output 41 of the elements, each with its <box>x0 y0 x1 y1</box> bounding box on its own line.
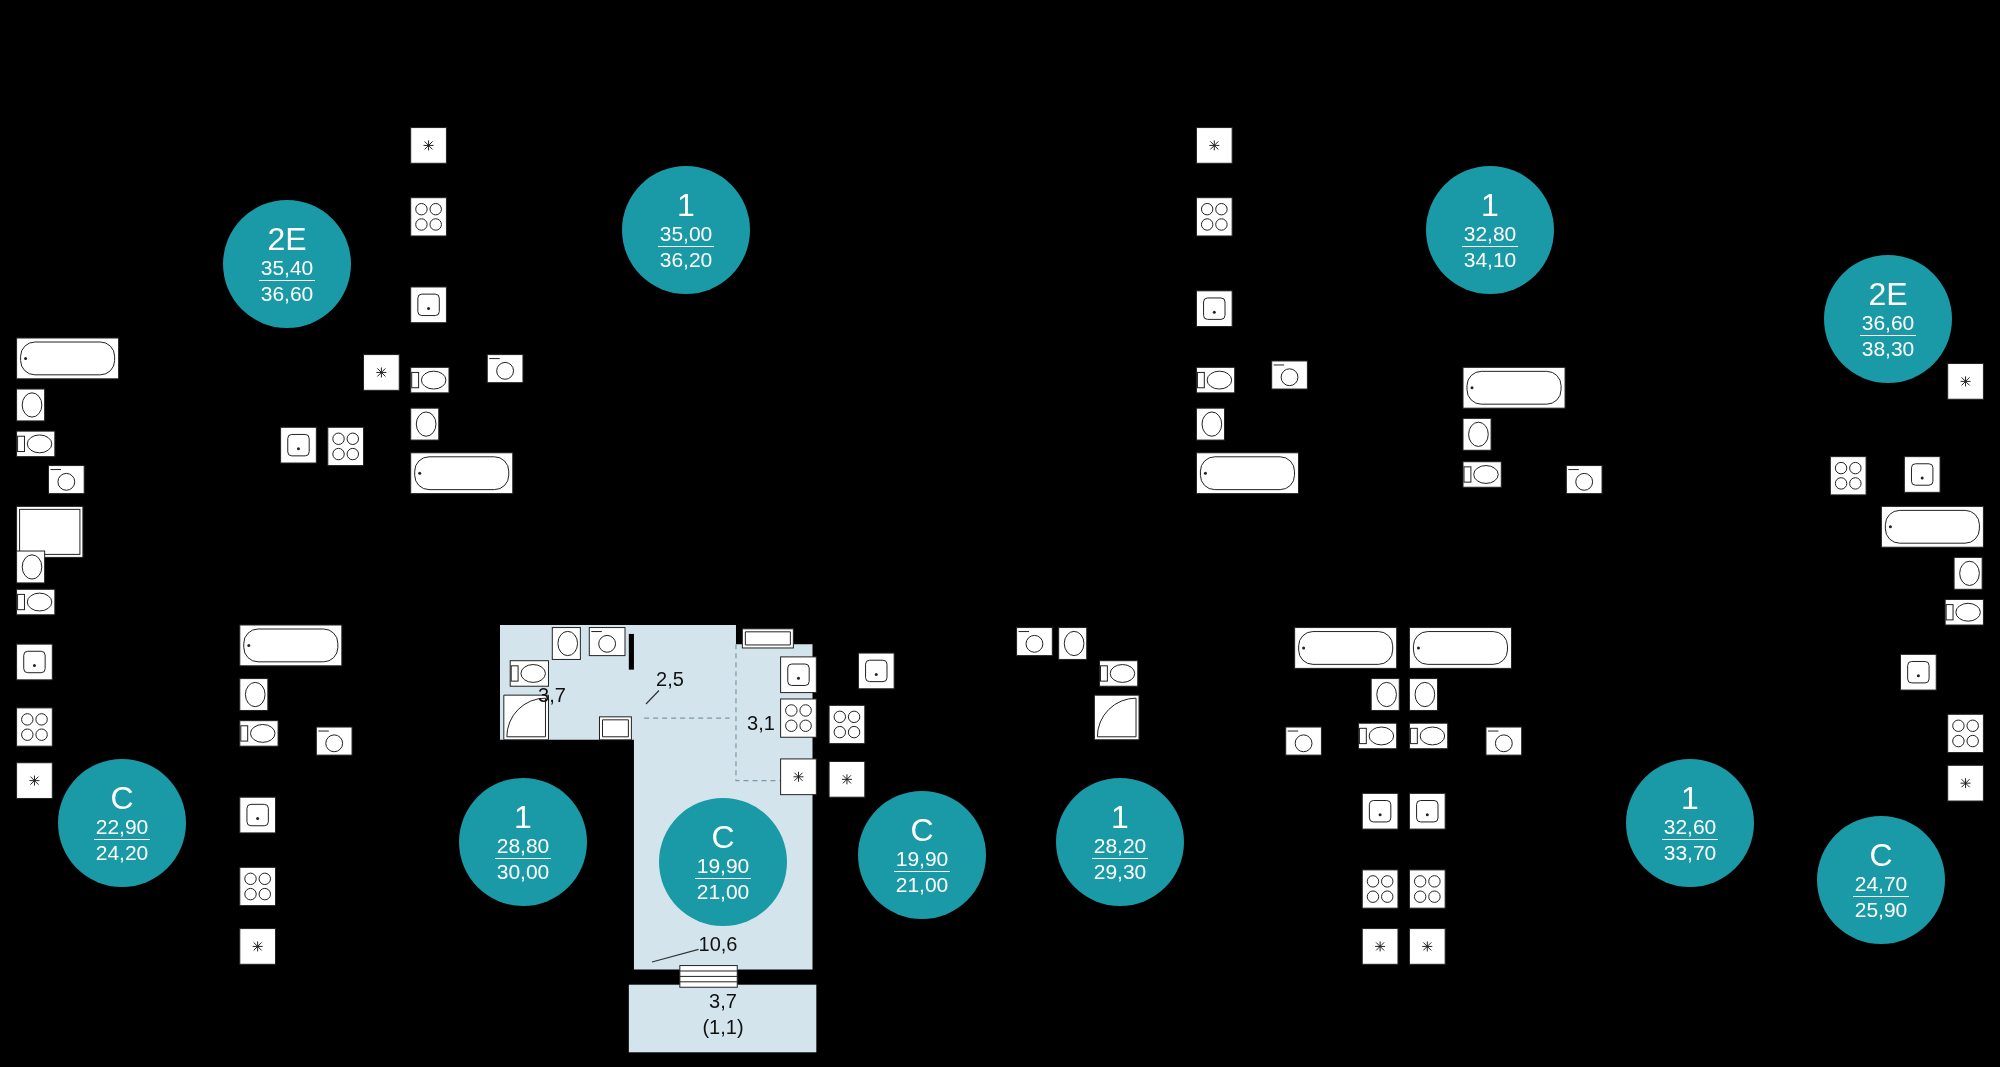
living-area: 32,80 <box>1461 221 1519 247</box>
room-area: 2,5 <box>656 667 684 691</box>
apartment-type: 2E <box>267 221 307 256</box>
room-area: 3,1 <box>747 711 775 735</box>
apartment-type: C <box>910 812 934 847</box>
living-area: 19,90 <box>893 846 951 872</box>
living-area: 36,60 <box>1859 310 1917 336</box>
living-area: 28,80 <box>494 833 552 859</box>
room-area: 3,7 <box>709 989 737 1013</box>
total-area: 21,00 <box>696 878 750 905</box>
room-area: 10,6 <box>698 932 738 956</box>
total-area: 36,20 <box>659 246 713 273</box>
room-area: 3,7 <box>538 683 566 707</box>
total-area: 30,00 <box>496 858 550 885</box>
living-area: 24,70 <box>1852 871 1910 897</box>
living-area: 35,00 <box>657 221 715 247</box>
living-area: 19,90 <box>694 853 752 879</box>
leader-line <box>645 689 660 705</box>
total-area: 21,00 <box>895 871 949 898</box>
total-area: 24,20 <box>95 839 149 866</box>
total-area: 36,60 <box>260 280 314 307</box>
total-area: 34,10 <box>1463 246 1517 273</box>
total-area: 29,30 <box>1093 858 1147 885</box>
total-area: 25,90 <box>1854 896 1908 923</box>
total-area: 38,30 <box>1861 335 1915 362</box>
apartment-type: C <box>110 780 134 815</box>
apartment-type: 1 <box>1481 187 1499 222</box>
apartment-type: C <box>1869 837 1893 872</box>
apartment-type: C <box>711 819 735 854</box>
living-area: 28,20 <box>1091 833 1149 859</box>
apartment-type: 1 <box>1111 799 1129 834</box>
room-area: (1,1) <box>702 1015 744 1039</box>
total-area: 33,70 <box>1663 839 1717 866</box>
living-area: 35,40 <box>258 255 316 281</box>
apartment-type: 2E <box>1868 276 1908 311</box>
leader-line <box>651 948 700 963</box>
apartment-type: 1 <box>677 187 695 222</box>
living-area: 22,90 <box>93 814 151 840</box>
living-area: 32,60 <box>1661 814 1719 840</box>
apartment-type: 1 <box>514 799 532 834</box>
apartment-type: 1 <box>1681 780 1699 815</box>
